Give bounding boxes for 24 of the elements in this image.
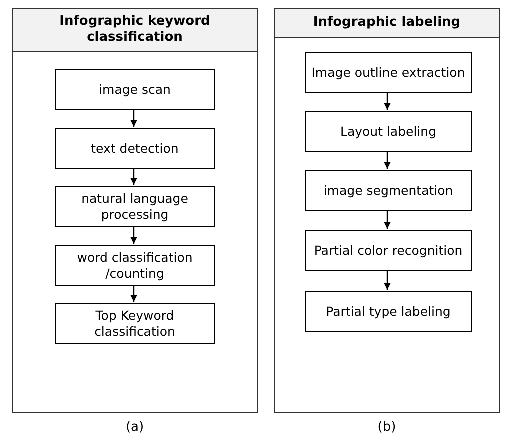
panel-caption: (a) — [126, 420, 144, 435]
panel-title: Infographic labeling — [313, 15, 461, 31]
arrow — [130, 226, 138, 244]
panel — [274, 8, 500, 413]
process-box: text detection — [55, 128, 215, 169]
process-box: Partial type labeling — [305, 291, 472, 332]
arrow — [130, 109, 138, 127]
process-box: Image outline extraction — [305, 52, 472, 93]
process-box: natural language processing — [55, 186, 215, 227]
arrow — [130, 285, 138, 302]
panel — [12, 8, 258, 413]
process-box: Layout labeling — [305, 111, 472, 152]
process-box: image scan — [55, 69, 215, 110]
arrow — [130, 168, 138, 185]
panel-caption: (b) — [378, 420, 396, 435]
arrow — [384, 151, 391, 169]
arrow — [384, 270, 391, 290]
process-box: word classification /counting — [55, 245, 215, 286]
panel-title: Infographic keyword classification — [58, 14, 212, 46]
process-box: Top Keyword classification — [55, 303, 215, 344]
arrow — [384, 210, 391, 229]
arrow — [384, 92, 391, 110]
process-box: Partial color recognition — [305, 230, 472, 271]
process-box: image segmentation — [305, 170, 472, 211]
